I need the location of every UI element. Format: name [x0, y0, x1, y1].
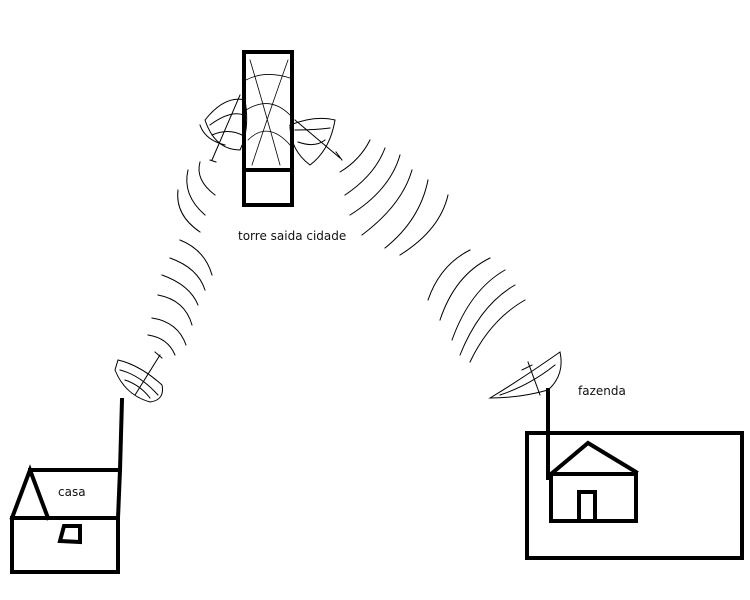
signal-waves-right-lower [427, 249, 526, 363]
tower-dish-right [289, 117, 343, 166]
signal-waves-right-upper [339, 139, 449, 256]
farm-door [577, 490, 597, 523]
house [9, 397, 125, 574]
farm-dish [488, 351, 562, 399]
house-dish [114, 351, 163, 403]
farm [525, 388, 744, 560]
tower-dish-left [199, 94, 248, 163]
farm-label: fazenda [578, 384, 626, 398]
house-window [57, 524, 82, 545]
house-label: casa [58, 485, 86, 499]
tower [242, 50, 294, 207]
signal-waves-left [147, 161, 216, 356]
tower-label: torre saida cidade [238, 229, 347, 243]
tower-hatching [245, 59, 291, 166]
